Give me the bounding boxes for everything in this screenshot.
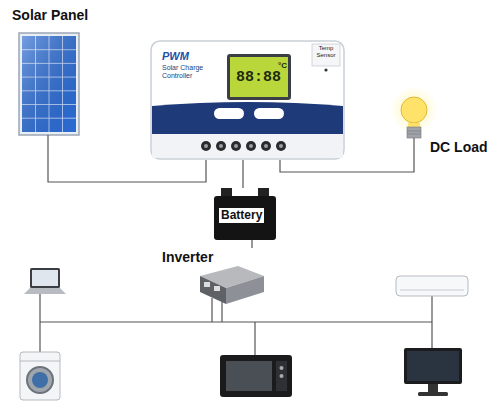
air-conditioner-picture xyxy=(396,276,468,296)
battery-picture xyxy=(214,188,276,240)
load-label: DC Load xyxy=(430,140,488,155)
lcd-digits: 88:88 xyxy=(236,70,281,85)
battery-label: Battery xyxy=(219,208,264,223)
lcd-unit: °C xyxy=(278,62,287,70)
laptop-picture xyxy=(24,268,66,300)
solar-panel-picture xyxy=(19,33,79,139)
sensor-label: Temp Sensor xyxy=(313,45,339,58)
inverter: Inverter xyxy=(160,248,266,306)
controller-name: Solar Charge Controller xyxy=(162,64,222,79)
inverter-label: Inverter xyxy=(162,250,213,265)
charge-controller: PWM Solar Charge Controller Temp Sensor xyxy=(150,40,345,160)
controller-type: PWM xyxy=(162,50,189,62)
microwave-picture xyxy=(220,355,292,397)
washing-machine-picture xyxy=(20,352,60,400)
monitor-picture xyxy=(404,348,462,396)
charge-controller-picture xyxy=(151,41,344,159)
solar-panel: Solar Panel xyxy=(10,6,92,139)
dc-load: DC Load xyxy=(398,90,495,161)
ac-bus-wire xyxy=(40,296,432,355)
battery: Battery xyxy=(214,188,276,240)
wire-connector xyxy=(48,139,206,182)
wire-connector xyxy=(251,240,252,248)
inverter-picture xyxy=(200,266,264,322)
panel-label: Solar Panel xyxy=(12,8,88,23)
wire-connector xyxy=(280,160,414,172)
wire-connector xyxy=(242,160,243,188)
